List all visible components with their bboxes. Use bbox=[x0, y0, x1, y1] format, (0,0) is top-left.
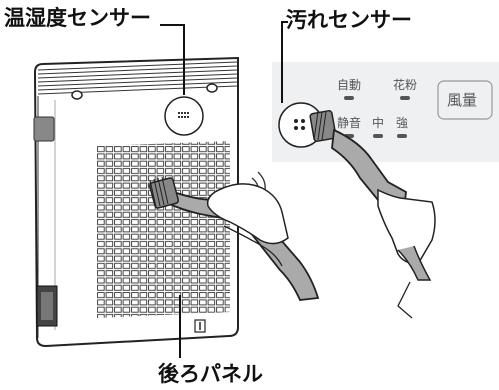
humidity-callout-line bbox=[160, 24, 185, 95]
screw-hole-right bbox=[206, 83, 218, 93]
indicator-strong bbox=[397, 134, 407, 138]
screw-hole-left bbox=[71, 90, 83, 100]
control-panel-illustration bbox=[272, 21, 499, 162]
back-panel-vents bbox=[97, 141, 230, 318]
purifier-illustration bbox=[33, 24, 239, 358]
side-handle bbox=[33, 116, 55, 142]
dirt-sensor-label: 汚れセンサー bbox=[286, 8, 412, 32]
medium-mode-label: 中 bbox=[372, 116, 385, 130]
top-vent-ridges bbox=[37, 61, 238, 95]
humidity-sensor-label: 温湿度センサー bbox=[4, 6, 151, 30]
vacuum-brush-right bbox=[309, 110, 436, 319]
auto-mode-label: 自動 bbox=[337, 78, 362, 92]
back-panel-label: 後ろパネル bbox=[158, 362, 263, 386]
indicator-pollen bbox=[400, 96, 410, 100]
indicator-auto bbox=[344, 96, 354, 100]
pollen-mode-label: 花粉 bbox=[393, 78, 418, 92]
indicator-medium bbox=[373, 134, 383, 138]
fan-button[interactable] bbox=[437, 80, 493, 120]
sensor-grille-icon bbox=[178, 112, 189, 118]
fan-button-label[interactable]: 風量 bbox=[447, 91, 478, 109]
strong-mode-label: 強 bbox=[396, 116, 409, 130]
quiet-mode-label: 静音 bbox=[337, 116, 362, 130]
vacuum-brush-left bbox=[148, 171, 320, 301]
dirt-callout-line bbox=[281, 21, 288, 42]
